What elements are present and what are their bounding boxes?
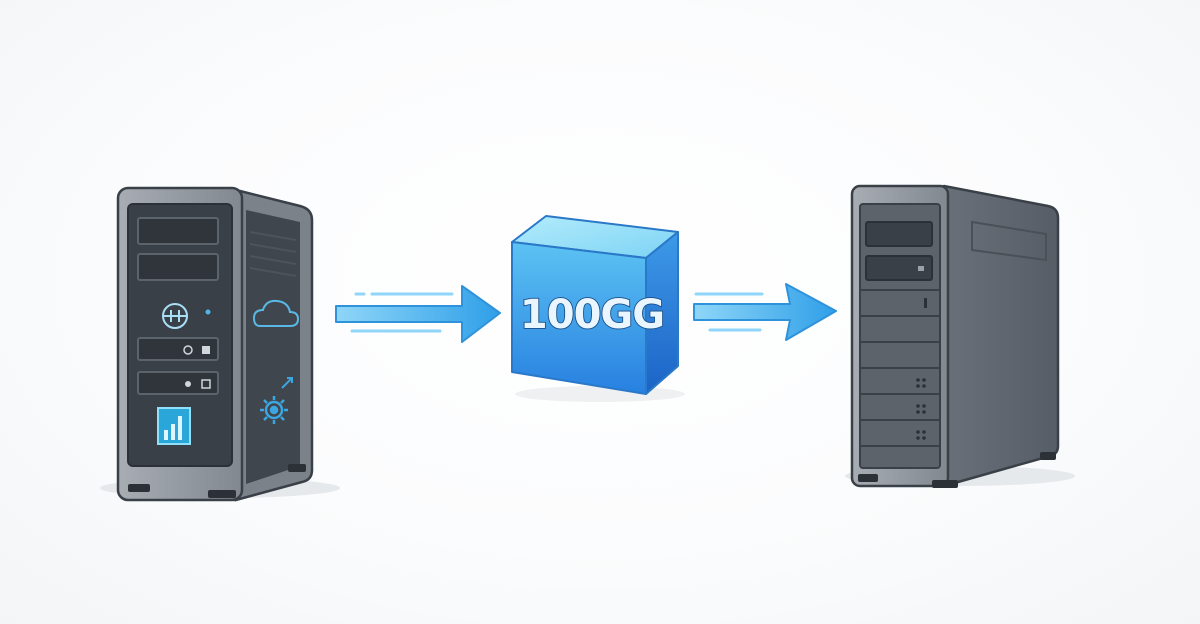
server-foot (858, 474, 878, 482)
bay-dots (916, 378, 926, 440)
right-server (850, 184, 1060, 488)
bay-latch (924, 298, 927, 308)
cloud-icon (252, 299, 300, 327)
arrow-right-icon (335, 285, 501, 343)
server-foot (1040, 452, 1056, 460)
left-server (116, 186, 314, 502)
arrow-up-right-icon (281, 377, 293, 389)
indicator-led-icon (202, 346, 210, 354)
arrow-cube-to-right (693, 283, 837, 341)
indicator-led-icon (918, 266, 924, 271)
port-icon (201, 379, 211, 389)
power-button-icon (183, 345, 193, 355)
server-foot (288, 464, 306, 472)
left-server-vents (249, 231, 297, 277)
reset-button-icon (185, 381, 191, 387)
arrow-right-icon (693, 283, 837, 341)
lock-icon (162, 303, 188, 329)
right-server-side (942, 184, 1060, 488)
drive-slot (137, 371, 219, 395)
gear-icon (260, 396, 288, 424)
drive-bay-icon (860, 289, 940, 447)
drive-slot (137, 337, 219, 361)
left-server-side-panel (246, 210, 300, 484)
server-foot (128, 484, 150, 492)
arrow-left-to-cube (335, 285, 501, 343)
server-foot (208, 490, 236, 498)
drive-slot (865, 255, 933, 281)
cube-front (511, 241, 647, 395)
bar-chart-icon (157, 407, 191, 445)
status-led-icon (205, 309, 211, 315)
data-cube: 100GG (511, 215, 679, 395)
cube-label: 100GG (520, 292, 664, 338)
drive-slot (137, 253, 219, 281)
drive-slot (137, 217, 219, 245)
drive-slot (865, 221, 933, 247)
cube-shadow (515, 386, 685, 402)
side-vent (971, 220, 1047, 262)
server-foot (932, 480, 958, 488)
